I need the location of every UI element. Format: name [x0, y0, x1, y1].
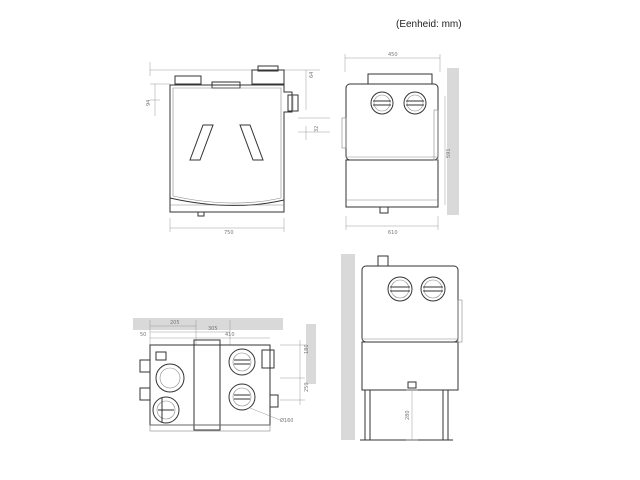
dim-side-bottom-width: 610: [388, 230, 398, 236]
dim-bottom-diameter: Ø160: [280, 417, 293, 424]
dim-bottom-h1: 180: [304, 344, 310, 354]
dim-stand-height: 280: [405, 410, 411, 420]
dim-bottom-w2: 305: [208, 326, 218, 332]
dim-bottom-w4: 50: [140, 332, 146, 338]
dim-front-top-offset: 64: [309, 72, 315, 78]
side-view-stand: 280: [341, 254, 463, 441]
side-view-wall: 450 591 610: [341, 52, 459, 236]
dim-side-top-width: 450: [388, 52, 398, 58]
unit-note: (Eenheid: mm): [396, 19, 462, 30]
front-view: 750 64 94 32: [146, 62, 330, 236]
dim-bottom-h2: 250: [304, 382, 310, 392]
bottom-view: 205 305 410 50 180 250: [133, 318, 316, 432]
dim-front-height-offset: 94: [146, 100, 152, 106]
dim-bottom-w1: 205: [170, 320, 180, 326]
dim-bottom-w3: 410: [225, 332, 235, 338]
dim-front-width: 750: [224, 230, 234, 236]
dim-front-side-offset: 32: [314, 126, 320, 132]
dim-side-height: 591: [446, 148, 452, 158]
